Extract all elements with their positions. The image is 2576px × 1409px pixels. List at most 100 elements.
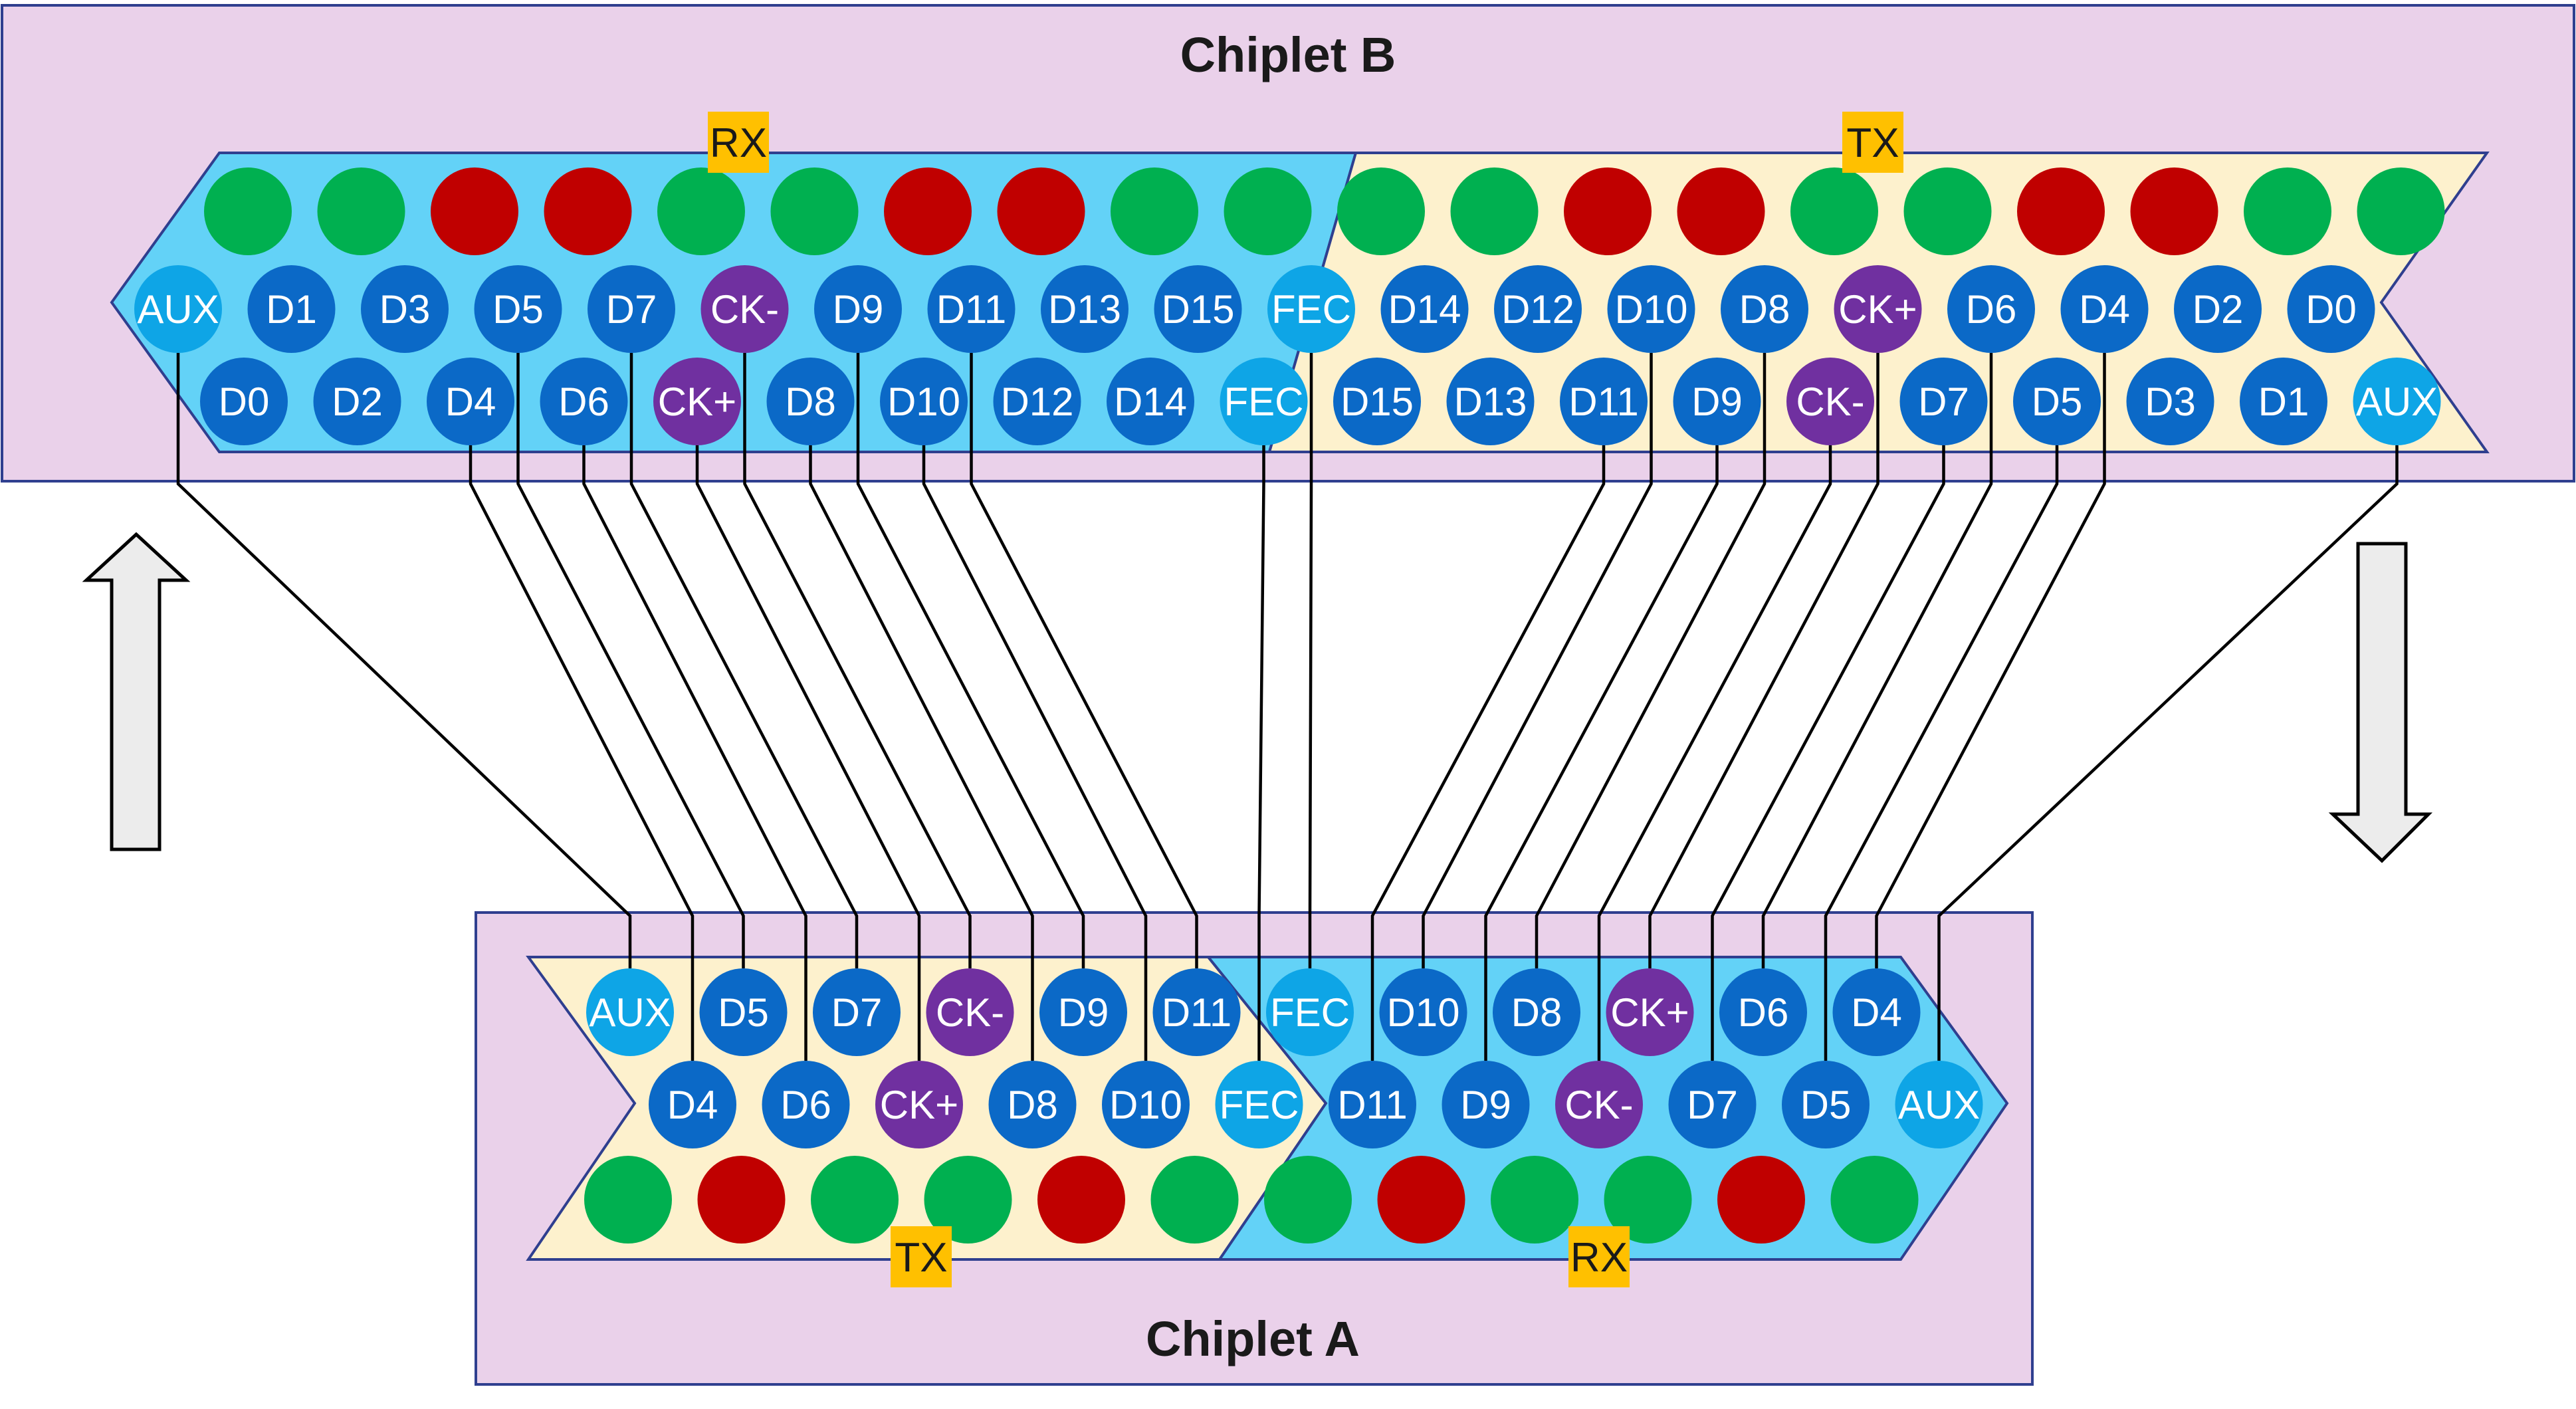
signal-bump-a-top-11	[1832, 968, 1921, 1056]
power-bump-a-11	[1830, 1156, 1919, 1244]
interconnect-wires	[176, 353, 2399, 1061]
signal-bump-b-mid-10	[1267, 265, 1355, 353]
ground-bump-b-17	[2130, 167, 2218, 255]
pin-label-b-mid-7: D11	[936, 287, 1007, 332]
power-bump-b-0	[204, 167, 292, 255]
signal-bump-a-top-9	[1606, 968, 1694, 1056]
power-bump-b-8	[1111, 167, 1198, 255]
signal-bump-a-top-10	[1719, 968, 1807, 1056]
signal-bump-a-top-0	[586, 968, 674, 1056]
signal-bump-b-bot-4	[653, 358, 741, 445]
pin-label-b-bot-10: D15	[1341, 379, 1414, 424]
signal-bump-a-top-5	[1152, 968, 1241, 1056]
pin-label-a-top-6: FEC	[1270, 990, 1350, 1035]
pin-label-b-bot-12: D11	[1568, 379, 1639, 424]
signal-bump-b-bot-12	[1560, 358, 1648, 445]
signal-bump-b-mid-2	[361, 265, 449, 353]
power-bump-a-3	[924, 1156, 1012, 1244]
ground-bump-b-12	[1564, 167, 1652, 255]
signal-bump-b-mid-12	[1494, 265, 1582, 353]
signal-bump-a-mid-9	[1668, 1061, 1757, 1148]
chiplet-a-tx-label: TX	[895, 1235, 947, 1281]
pin-label-a-mid-6: D11	[1337, 1083, 1408, 1127]
pin-label-a-top-1: D5	[718, 990, 769, 1035]
pin-label-b-mid-15: CK+	[1838, 287, 1917, 332]
wire-17	[1597, 445, 1832, 1061]
signal-bump-b-bot-7	[993, 358, 1081, 445]
pin-label-b-mid-13: D10	[1614, 287, 1687, 332]
power-bump-a-5	[1150, 1156, 1239, 1244]
signal-bump-b-mid-18	[2174, 265, 2262, 353]
pin-label-a-top-2: D7	[831, 990, 883, 1035]
wire-12	[1308, 353, 1313, 968]
signal-bump-b-bot-13	[1673, 358, 1761, 445]
pin-label-b-bot-2: D4	[445, 379, 496, 424]
pin-label-a-mid-4: D10	[1109, 1083, 1182, 1127]
signal-bump-b-mid-16	[1947, 265, 2035, 353]
signal-bump-a-mid-7	[1442, 1061, 1530, 1148]
signal-bump-b-mid-11	[1380, 265, 1469, 353]
pin-label-b-bot-15: D7	[1918, 379, 1969, 424]
down-arrow-icon	[2328, 542, 2433, 863]
chiplet-b-rx-tag	[708, 112, 769, 173]
pin-label-a-mid-1: D6	[780, 1083, 831, 1127]
wire-1	[469, 445, 695, 1061]
signal-bump-a-mid-10	[1782, 1061, 1870, 1148]
signal-bump-b-bot-16	[2013, 358, 2101, 445]
pin-label-b-mid-16: D6	[1966, 287, 2017, 332]
ground-bump-a-1	[697, 1156, 786, 1244]
signal-bump-a-mid-0	[649, 1061, 736, 1148]
pin-label-a-top-9: CK+	[1610, 990, 1689, 1035]
pin-label-b-bot-7: D12	[1000, 379, 1073, 424]
pin-label-b-bot-8: D14	[1114, 379, 1187, 424]
pin-label-b-bot-16: D5	[2032, 379, 2083, 424]
signal-bump-a-top-7	[1379, 968, 1467, 1056]
pin-label-b-mid-14: D8	[1739, 287, 1790, 332]
signal-bump-b-mid-15	[1834, 265, 1922, 353]
ground-bump-b-2	[431, 167, 518, 255]
signal-bump-b-bot-10	[1333, 358, 1421, 445]
pin-label-a-top-11: D4	[1851, 990, 1902, 1035]
power-bump-b-18	[2244, 167, 2331, 255]
signal-bump-a-mid-6	[1329, 1061, 1416, 1148]
signal-bump-b-bot-9	[1220, 358, 1308, 445]
pin-label-b-bot-4: CK+	[658, 379, 736, 424]
pin-label-b-mid-17: D4	[2079, 287, 2130, 332]
signal-bump-b-bot-8	[1107, 358, 1194, 445]
signal-bump-b-bot-14	[1786, 358, 1874, 445]
power-bump-a-9	[1604, 1156, 1692, 1244]
chiplet-b-tx-tag	[1842, 112, 1903, 173]
power-bump-b-11	[1450, 167, 1539, 255]
signal-bump-b-bot-2	[427, 358, 514, 445]
pin-label-b-mid-1: D1	[266, 287, 317, 332]
wire-11	[1257, 445, 1265, 1061]
power-bump-b-10	[1337, 167, 1425, 255]
ground-bump-b-13	[1677, 167, 1765, 255]
wire-13	[1370, 445, 1606, 1061]
pin-label-b-bot-5: D8	[785, 379, 836, 424]
signal-bump-a-mid-3	[988, 1061, 1077, 1148]
ground-bump-a-4	[1037, 1156, 1125, 1244]
pin-label-b-mid-9: D15	[1161, 287, 1234, 332]
wire-18	[1648, 353, 1879, 968]
chiplet-b-tx-label: TX	[1846, 120, 1899, 166]
wire-23	[1937, 445, 2399, 1061]
signal-bump-b-mid-4	[588, 265, 675, 353]
chiplet-a-title: Chiplet A	[1146, 1311, 1360, 1366]
pin-label-a-mid-5: FEC	[1220, 1083, 1299, 1127]
signal-bump-a-top-3	[926, 968, 1014, 1056]
power-bump-a-6	[1264, 1156, 1352, 1244]
pin-label-a-mid-10: D5	[1800, 1083, 1852, 1127]
pin-label-b-bot-19: AUX	[2356, 379, 2438, 424]
wire-0	[176, 353, 632, 968]
pin-label-b-mid-11: D14	[1388, 287, 1461, 332]
pin-label-a-top-5: D11	[1162, 990, 1232, 1035]
signal-bump-b-mid-1	[247, 265, 336, 353]
pin-label-a-mid-11: AUX	[1898, 1083, 1980, 1127]
wire-20	[1761, 353, 1993, 968]
power-bump-b-1	[317, 167, 405, 255]
pin-label-b-mid-10: FEC	[1271, 287, 1351, 332]
chiplet-a-rx-tag	[1568, 1226, 1630, 1287]
pin-label-b-bot-6: D10	[887, 379, 960, 424]
